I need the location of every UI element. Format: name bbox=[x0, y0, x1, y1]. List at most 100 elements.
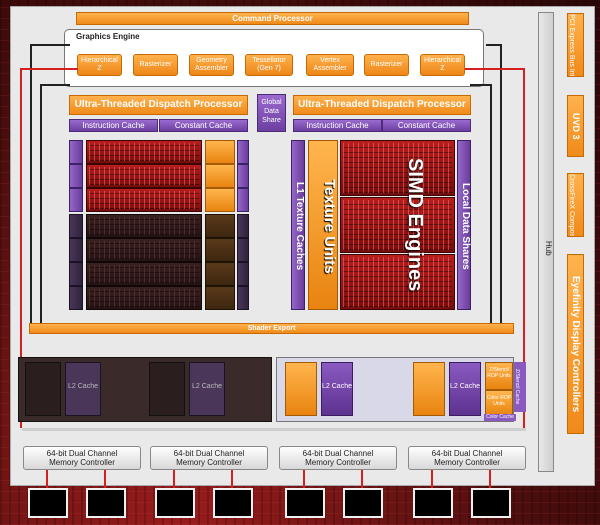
chip-link bbox=[303, 470, 305, 488]
hierarchical-z-left: Hierarchical Z bbox=[77, 54, 122, 76]
dispatch-processor-left: Ultra-Threaded Dispatch Processor bbox=[69, 95, 248, 115]
eyefinity-controllers: Eyefinity Display Controllers bbox=[567, 254, 584, 434]
texture-unit bbox=[205, 140, 235, 164]
red-connector bbox=[523, 68, 525, 428]
memory-controller-2: 64-bit Dual Channel Memory Controller bbox=[150, 446, 268, 470]
memory-chip bbox=[285, 488, 325, 518]
simd-engine bbox=[340, 197, 455, 253]
rbe-group-1-disabled: L2 Cache L2 Cache bbox=[18, 357, 272, 422]
color-cache: Color Cache bbox=[484, 414, 516, 421]
mc-line-1: 64-bit Dual Channel bbox=[173, 449, 245, 458]
mc-line-2: Memory Controller bbox=[49, 458, 115, 467]
uvd3-block: UVD 3 bbox=[567, 95, 584, 157]
geometry-assembler: Geometry Assembler bbox=[189, 54, 234, 76]
chip-link bbox=[46, 470, 48, 488]
simd-engine-disabled bbox=[86, 262, 202, 286]
hierarchical-z-right: Hierarchical Z bbox=[420, 54, 465, 76]
memory-chip bbox=[413, 488, 453, 518]
local-data-share bbox=[69, 188, 83, 212]
dispatch-processor-right: Ultra-Threaded Dispatch Processor bbox=[293, 95, 471, 115]
tessellator: Tessellator (Gen 7) bbox=[245, 54, 293, 76]
simd-engines-label: SIMD Engines bbox=[404, 158, 426, 292]
memory-controller-3: 64-bit Dual Channel Memory Controller bbox=[279, 446, 397, 470]
eyefinity-label: Eyefinity Display Controllers bbox=[570, 275, 581, 413]
crossfirex-label: CrossFireX Compositor bbox=[568, 174, 575, 237]
l1-texture-cache-disabled bbox=[237, 214, 249, 238]
hub-label: Hub bbox=[544, 240, 553, 256]
global-data-share: Global Data Share bbox=[257, 94, 286, 132]
chip-link bbox=[173, 470, 175, 488]
memory-chip bbox=[213, 488, 253, 518]
texture-unit bbox=[205, 188, 235, 212]
connector bbox=[470, 84, 492, 86]
shader-export: Shader Export bbox=[29, 323, 514, 334]
simd-engine bbox=[340, 254, 455, 310]
l2-cache-disabled: L2 Cache bbox=[189, 362, 225, 416]
texture-unit-disabled bbox=[205, 214, 235, 238]
local-data-share bbox=[69, 140, 83, 164]
memory-controller-1: 64-bit Dual Channel Memory Controller bbox=[23, 446, 141, 470]
local-data-shares-label: Local Data Shares bbox=[460, 182, 471, 270]
chip-link bbox=[231, 470, 233, 488]
connector bbox=[30, 44, 32, 334]
mc-line-1: 64-bit Dual Channel bbox=[46, 449, 118, 458]
chip-link bbox=[431, 470, 433, 488]
memory-chip bbox=[86, 488, 126, 518]
connector bbox=[30, 44, 70, 46]
instruction-cache-left: Instruction Cache bbox=[69, 119, 158, 132]
graphics-engine-title: Graphics Engine bbox=[76, 32, 140, 41]
l1-texture-cache bbox=[237, 188, 249, 212]
memory-bus bbox=[22, 428, 526, 431]
z-stencil-cache: Z/Stencil Cache bbox=[514, 362, 526, 412]
texture-units bbox=[308, 140, 338, 310]
command-processor: Command Processor bbox=[76, 12, 469, 25]
local-data-share-disabled bbox=[69, 286, 83, 310]
local-data-share-disabled bbox=[69, 238, 83, 262]
rop-block bbox=[413, 362, 445, 416]
constant-cache-right: Constant Cache bbox=[382, 119, 471, 132]
constant-cache-left: Constant Cache bbox=[159, 119, 248, 132]
simd-engine-disabled bbox=[86, 286, 202, 310]
texture-unit bbox=[205, 164, 235, 188]
rop-block bbox=[285, 362, 317, 416]
simd-engine bbox=[86, 140, 202, 164]
chip-link bbox=[489, 470, 491, 488]
color-rop: Color ROP Units bbox=[485, 390, 513, 416]
chip-link bbox=[361, 470, 363, 488]
l1-texture-cache-disabled bbox=[237, 262, 249, 286]
simd-engine bbox=[340, 140, 455, 196]
connector bbox=[490, 84, 492, 334]
l2-cache-disabled: L2 Cache bbox=[65, 362, 101, 416]
simd-engine-disabled bbox=[86, 214, 202, 238]
pci-express-label: PCI Express Bus Interface bbox=[568, 14, 575, 77]
memory-chip bbox=[343, 488, 383, 518]
l1-texture-cache-disabled bbox=[237, 238, 249, 262]
red-connector bbox=[465, 68, 525, 70]
rbe-group-2: L2 Cache L2 Cache Z/Stencil ROP Units Co… bbox=[276, 357, 514, 422]
memory-controller-4: 64-bit Dual Channel Memory Controller bbox=[408, 446, 526, 470]
mc-line-2: Memory Controller bbox=[305, 458, 371, 467]
red-connector bbox=[20, 68, 22, 428]
l1-texture-caches bbox=[291, 140, 305, 310]
l1-texture-cache bbox=[237, 164, 249, 188]
l1-texture-cache-disabled bbox=[237, 286, 249, 310]
red-connector bbox=[20, 68, 78, 70]
local-data-share bbox=[69, 164, 83, 188]
l1-texture-caches-label: L1 Texture Caches bbox=[294, 181, 305, 271]
crossfirex-compositor: CrossFireX Compositor bbox=[567, 173, 584, 237]
mc-line-1: 64-bit Dual Channel bbox=[302, 449, 374, 458]
connector bbox=[486, 44, 502, 46]
memory-chip bbox=[155, 488, 195, 518]
simd-engine bbox=[86, 188, 202, 212]
texture-unit-disabled bbox=[205, 238, 235, 262]
uvd3-label: UVD 3 bbox=[571, 112, 581, 140]
texture-units-label: Texture Units bbox=[321, 178, 338, 274]
local-data-shares bbox=[457, 140, 471, 310]
texture-unit-disabled bbox=[205, 286, 235, 310]
instruction-cache-right: Instruction Cache bbox=[293, 119, 382, 132]
connector bbox=[40, 84, 70, 86]
rop-block-disabled bbox=[149, 362, 185, 416]
l1-texture-cache bbox=[237, 140, 249, 164]
l2-cache: L2 Cache bbox=[449, 362, 481, 416]
memory-chip bbox=[471, 488, 511, 518]
